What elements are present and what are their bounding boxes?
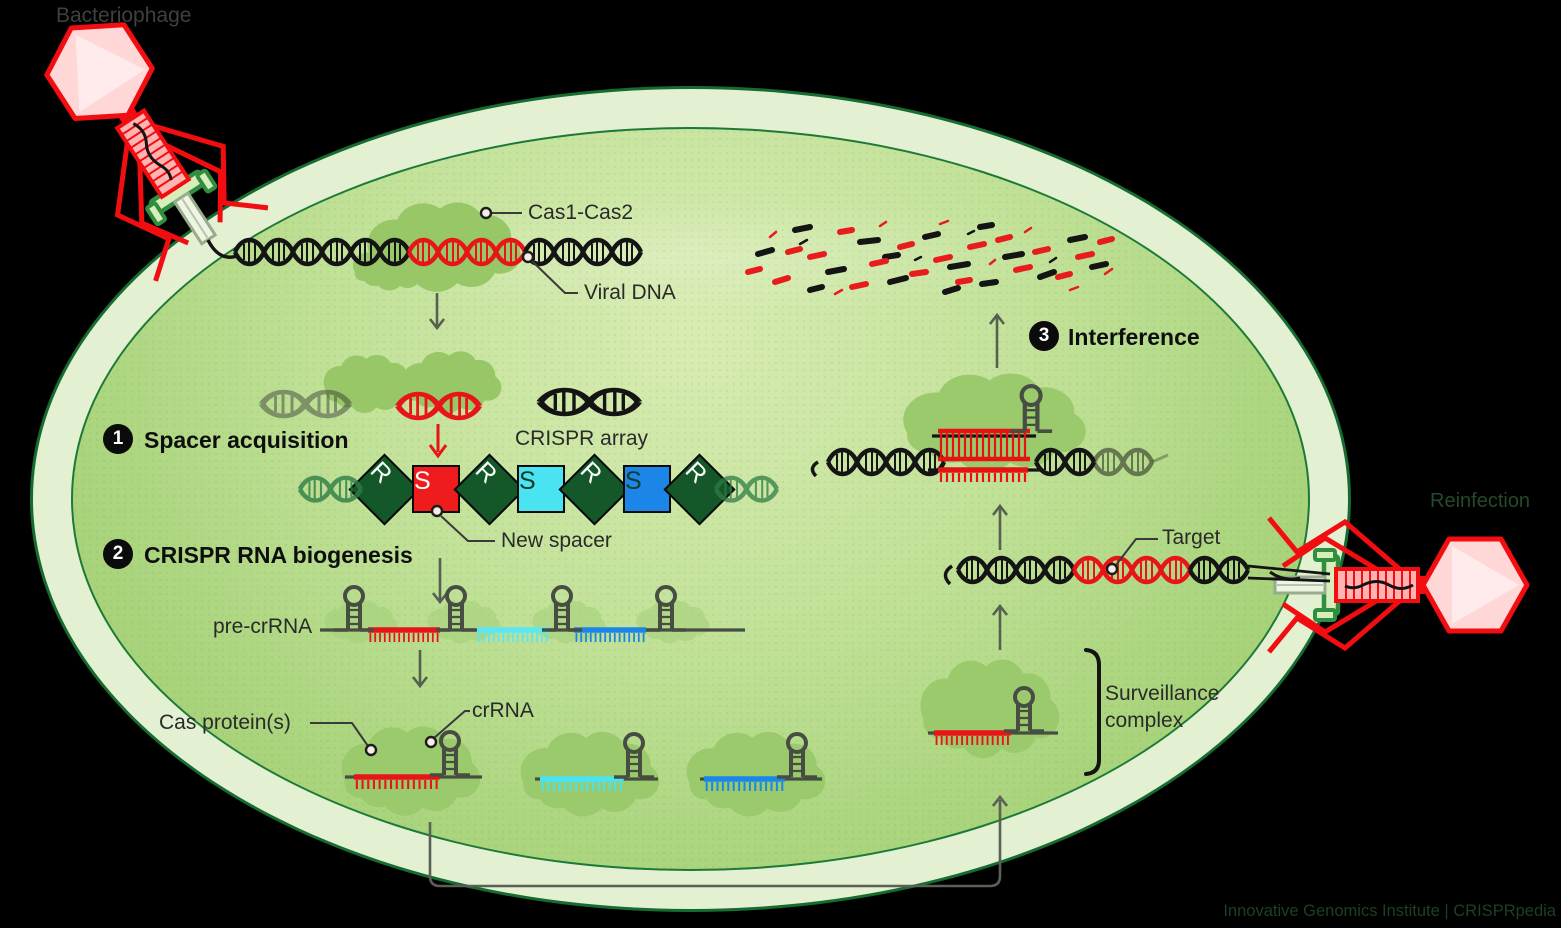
- cell-sheen: [295, 195, 1086, 316]
- crispr-repeat-2: R: [453, 453, 526, 526]
- spacer-letter: S: [414, 467, 431, 495]
- spacer-letter: S: [519, 467, 536, 495]
- step-2-number: 2: [103, 539, 133, 569]
- crispr-array-label: CRISPR array: [515, 427, 649, 450]
- surveillance-complex-label: Surveillance complex: [1105, 681, 1219, 735]
- crispr-spacer-blue: S: [623, 465, 671, 513]
- repeat-diamond: R: [453, 453, 526, 526]
- new-spacer-label: New spacer: [501, 529, 612, 552]
- spacer-square-blue: S: [623, 465, 671, 513]
- cas-proteins-label: Cas protein(s): [159, 711, 291, 734]
- surveillance-label-line1: Surveillance: [1105, 682, 1220, 705]
- repeat-diamond: R: [558, 453, 631, 526]
- cas1-cas2-label: Cas1-Cas2: [528, 201, 634, 224]
- step-1-title: Spacer acquisition: [144, 427, 349, 453]
- surveillance-label-line2: complex: [1105, 708, 1184, 732]
- crispr-spacer-cyan: S: [517, 465, 565, 513]
- repeat-diamond: R: [348, 453, 421, 526]
- step-2-title: CRISPR RNA biogenesis: [144, 542, 413, 568]
- spacer-square-cyan: S: [517, 465, 565, 513]
- target-label: Target: [1162, 526, 1221, 549]
- crrna-label: crRNA: [472, 699, 534, 722]
- crispr-repeat-1: R: [348, 453, 421, 526]
- crispr-repeat-4: R: [663, 453, 736, 526]
- repeat-diamond: R: [663, 453, 736, 526]
- viral-dna-label: Viral DNA: [584, 281, 676, 304]
- step-3-number: 3: [1029, 321, 1059, 351]
- step-1-number: 1: [103, 424, 133, 454]
- spacer-letter: S: [625, 467, 642, 495]
- step-3-title: Interference: [1068, 324, 1200, 350]
- bacteriophage-label: Bacteriophage: [56, 4, 192, 27]
- credit-text: Innovative Genomics Institute | CRISPRpe…: [1223, 902, 1556, 920]
- pre-crrna-label: pre-crRNA: [213, 615, 313, 638]
- crispr-repeat-3: R: [558, 453, 631, 526]
- reinfection-label: Reinfection: [1430, 490, 1531, 512]
